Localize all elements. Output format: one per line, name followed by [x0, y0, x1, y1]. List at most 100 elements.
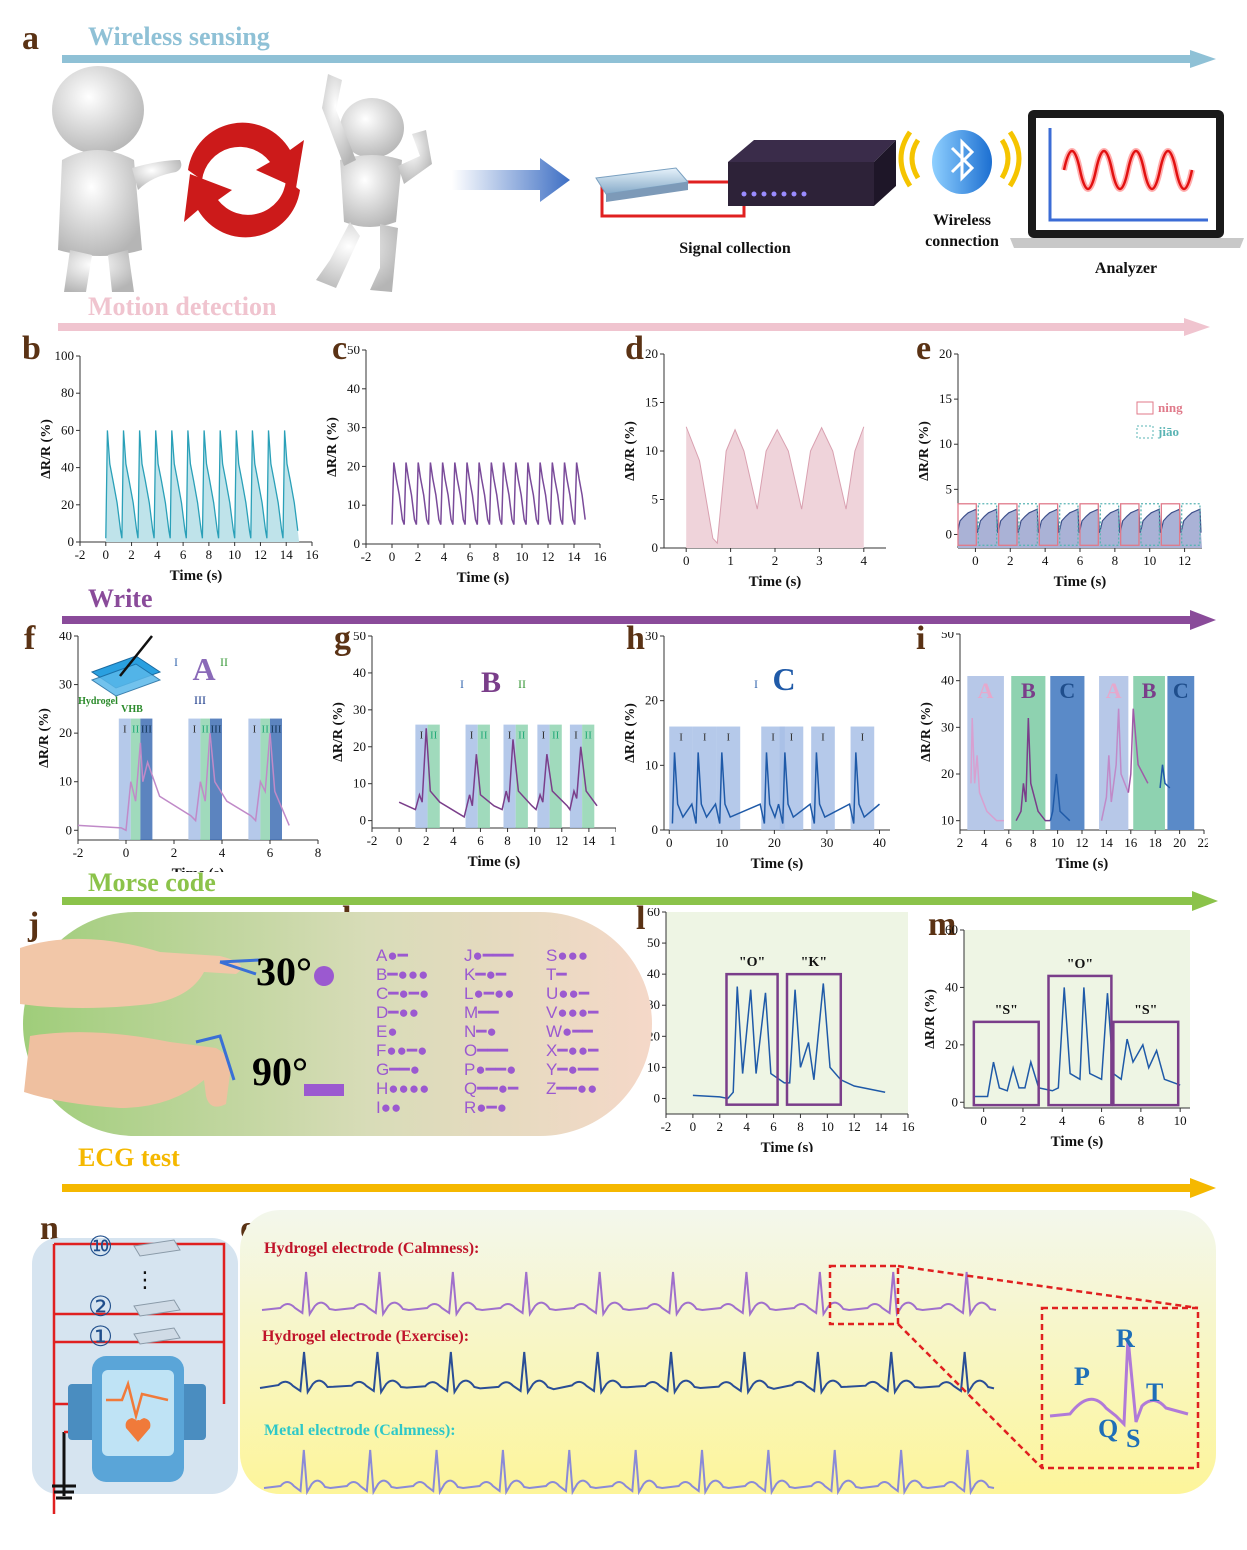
x-tick-label: 2: [171, 845, 178, 860]
morse-entry: U●●━: [546, 984, 590, 1003]
stroke-band-label: II: [552, 730, 560, 742]
group-label: "O": [739, 955, 765, 970]
x-tick-label: 10: [516, 549, 529, 564]
stroke-band: [477, 724, 490, 828]
x-tick-label: 12: [1076, 835, 1089, 850]
arrow-ecg: [62, 1178, 1216, 1198]
x-tick-label: 8: [206, 547, 213, 562]
ecg-device-diagram: [32, 1238, 238, 1514]
morse-entry: Y━●━━: [546, 1060, 599, 1079]
x-tick-label: 4: [441, 549, 448, 564]
y-tick-label: 10: [59, 774, 72, 789]
x-tick-label: -2: [73, 845, 84, 860]
y-axis-label: ΔR/R (%): [39, 419, 54, 479]
series-line: [1100, 708, 1130, 821]
angle-90-label: 90°: [252, 1049, 308, 1094]
stroke-band-label: I: [790, 732, 794, 744]
letter-band-label: C: [1059, 678, 1075, 703]
y-tick-label: 0: [66, 822, 73, 837]
x-tick-label: 10: [528, 833, 541, 848]
morse-dot-icon: [314, 966, 334, 986]
morse-background: [20, 912, 652, 1136]
wave-r-label: R: [1116, 1324, 1135, 1353]
y-tick-label: 40: [945, 979, 958, 994]
y-tick-label: 0: [360, 813, 367, 828]
x-axis-label: Time (s): [468, 854, 521, 870]
area-fill: [686, 426, 864, 548]
group-label: "S": [995, 1003, 1018, 1018]
x-axis-label: Time (s): [1051, 1134, 1104, 1150]
group-box: [725, 972, 779, 1106]
series-line: [692, 983, 886, 1100]
y-tick-label: 80: [61, 385, 74, 400]
morse-entry: Z━━●●: [546, 1079, 598, 1098]
x-tick-label: 2: [423, 833, 430, 848]
x-tick-label: 10: [1143, 553, 1156, 568]
y-axis-label: ΔR/R (%): [923, 989, 938, 1049]
y-tick-label: 40: [353, 665, 366, 680]
letter-band: [1167, 676, 1195, 830]
panel-label-m: m: [928, 906, 957, 943]
y-tick-label: 0: [952, 1094, 959, 1109]
x-tick-label: 8: [797, 1119, 804, 1134]
stroke-band-label: I: [193, 724, 197, 736]
morse-entry: P●━━●: [464, 1060, 517, 1079]
x-tick-label: 0: [683, 553, 690, 568]
stroke-band: [210, 718, 222, 840]
series-line: [970, 717, 1004, 822]
y-tick-label: 10: [353, 776, 366, 791]
stroke-band-label: I: [470, 730, 474, 742]
y-tick-label: 40: [61, 460, 74, 475]
x-tick-label: 14: [582, 833, 596, 848]
signal-collector-icon: [728, 140, 896, 206]
y-tick-label: 30: [59, 677, 72, 692]
x-tick-label: 0: [103, 547, 110, 562]
series-line: [671, 752, 880, 824]
stroke-band-label: I: [420, 730, 424, 742]
x-axis-label: Time (s): [749, 574, 802, 590]
ecg-trace-metal-calm: [263, 1449, 995, 1496]
stroke-band: [130, 718, 141, 840]
morse-entry: G━━●: [376, 1060, 420, 1079]
legend-swatch-ning: [1136, 401, 1154, 415]
morse-entry: C━●━●: [376, 984, 430, 1003]
morse-entry: D━●●: [376, 1003, 420, 1022]
x-tick-label: 6: [1077, 553, 1084, 568]
y-axis-label: ΔR/R (%): [623, 421, 638, 481]
y-tick-label: 40: [647, 966, 660, 981]
stroke-label-2: II: [518, 677, 526, 691]
series-line: [1015, 717, 1051, 822]
stroke-band-label: I: [679, 732, 683, 744]
series-line: [973, 987, 1181, 1098]
x-tick-label: 6: [1098, 1113, 1105, 1128]
x-axis-label: Time (s): [1054, 574, 1107, 590]
y-tick-label: 20: [939, 346, 952, 361]
series-line: [1159, 764, 1171, 789]
x-tick-label: 4: [743, 1119, 750, 1134]
y-tick-label: 20: [353, 739, 366, 754]
x-tick-label: 2: [128, 547, 135, 562]
morse-entry: B━●●●: [376, 965, 429, 984]
x-tick-label: 2: [717, 1119, 724, 1134]
x-tick-label: 2: [1007, 553, 1014, 568]
series-line: [105, 430, 299, 539]
x-tick-label: 14: [1100, 835, 1114, 850]
morse-entry: A●━: [376, 946, 408, 965]
stroke-band: [248, 718, 261, 840]
electrode-number-2: ②: [88, 1290, 114, 1323]
morse-column-3: S●●●T━U●●━V●●●━W●━━X━●●━Y━●━━Z━━●●: [546, 946, 598, 1098]
y-tick-label: 60: [61, 422, 74, 437]
morse-entry: Q━━●━: [464, 1079, 519, 1098]
series-line: [391, 462, 586, 525]
y-tick-label: 5: [946, 481, 953, 496]
y-tick-label: 20: [61, 497, 74, 512]
x-tick-label: 16: [610, 833, 617, 848]
y-tick-label: 0: [946, 526, 953, 541]
wave-s-label: S: [1126, 1424, 1141, 1453]
y-tick-label: 50: [941, 632, 954, 641]
